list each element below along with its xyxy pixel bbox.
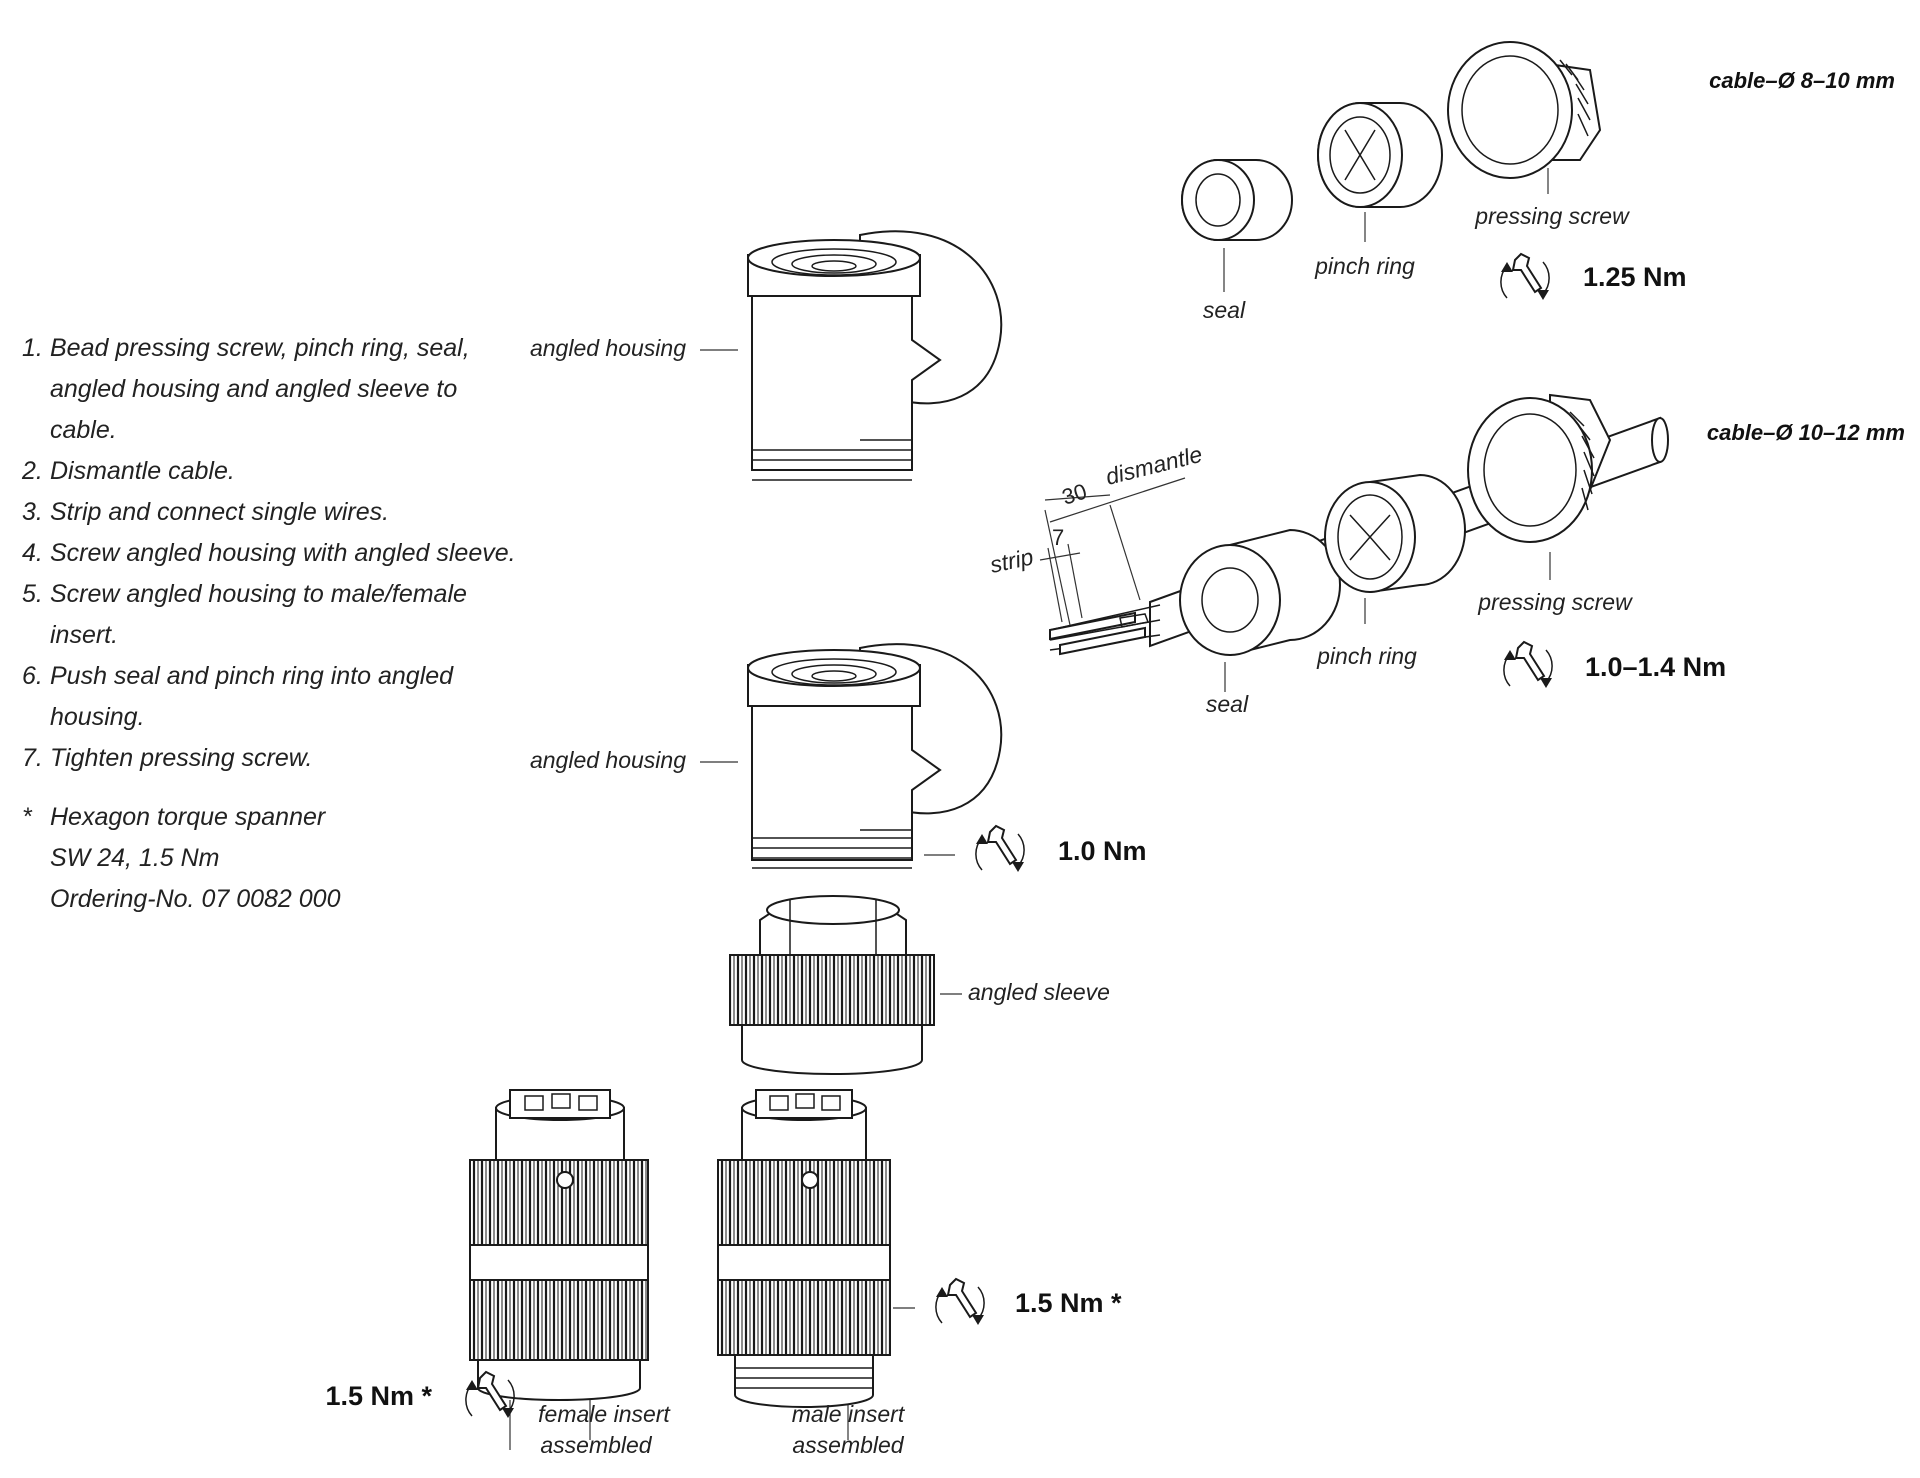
- large-torque-wrench-icon: [1502, 641, 1554, 689]
- strip-dimension: 7 strip: [988, 525, 1083, 623]
- small-pinch-ring-label: pinch ring: [1314, 253, 1415, 279]
- small-torque-value: 1.25 Nm: [1583, 262, 1687, 292]
- large-variant-pinch-ring: [1324, 473, 1466, 593]
- large-cable-diameter: cable–Ø 10–12 mm: [1707, 420, 1905, 445]
- spanner-note-line2: SW 24, 1.5 Nm: [50, 844, 220, 872]
- strip-label: strip: [988, 543, 1036, 578]
- angled-housing-middle: [747, 643, 1003, 869]
- female-insert-label-line1: female insert: [538, 1401, 671, 1427]
- step-2: 2.Dismantle cable.: [22, 457, 235, 485]
- step-4: 4.Screw angled housing with angled sleev…: [22, 539, 516, 567]
- small-torque-wrench-icon: [1499, 253, 1551, 301]
- large-torque-value: 1.0–1.4 Nm: [1585, 652, 1726, 682]
- small-pressing-screw-label: pressing screw: [1474, 203, 1630, 229]
- step-1: 1.Bead pressing screw, pinch ring, seal,…: [22, 334, 470, 444]
- spanner-note-line3: Ordering-No. 07 0082 000: [50, 885, 341, 913]
- housing-torque-value: 1.0 Nm: [1058, 836, 1147, 866]
- spanner-note-line1: Hexagon torque spanner: [50, 803, 326, 831]
- dismantle-value: 30: [1059, 478, 1090, 509]
- angled-housing-top: [747, 230, 1003, 481]
- male-insert: [717, 1089, 891, 1408]
- step-6: 6.Push seal and pinch ring into angled h…: [22, 662, 454, 731]
- step-5: 5.Screw angled housing to male/female in…: [22, 580, 467, 649]
- large-variant-pressing-screw: [1467, 393, 1612, 543]
- male-insert-label-line1: male insert: [792, 1401, 906, 1427]
- small-variant-pressing-screw: [1447, 41, 1602, 179]
- female-insert: [469, 1089, 649, 1401]
- female-insert-label-line2: assembled: [540, 1432, 652, 1458]
- male-torque-wrench-icon: [934, 1278, 986, 1326]
- spanner-note: * Hexagon torque spanner SW 24, 1.5 Nm O…: [22, 803, 341, 913]
- small-variant-seal: [1181, 159, 1293, 241]
- male-torque-value: 1.5 Nm *: [1015, 1288, 1122, 1318]
- step-3: 3.Strip and connect single wires.: [22, 498, 390, 526]
- housing-top-label: angled housing: [530, 335, 686, 361]
- housing-mid-label: angled housing: [530, 747, 686, 773]
- housing-torque-wrench-icon: [974, 825, 1026, 873]
- strip-value: 7: [1052, 525, 1064, 550]
- large-seal-label: seal: [1206, 691, 1249, 717]
- male-insert-label-line2: assembled: [792, 1432, 904, 1458]
- assembly-instructions: 1.Bead pressing screw, pinch ring, seal,…: [22, 328, 522, 920]
- small-cable-diameter: cable–Ø 8–10 mm: [1709, 68, 1895, 93]
- step-7: 7.Tighten pressing screw.: [22, 744, 313, 772]
- small-seal-label: seal: [1203, 297, 1246, 323]
- sleeve-label: angled sleeve: [968, 979, 1110, 1005]
- large-pressing-screw-label: pressing screw: [1477, 589, 1633, 615]
- small-variant-pinch-ring: [1317, 102, 1443, 208]
- female-torque-value: 1.5 Nm *: [325, 1381, 432, 1411]
- angled-sleeve: [729, 895, 935, 1075]
- large-pinch-ring-label: pinch ring: [1316, 643, 1417, 669]
- dismantle-label: dismantle: [1103, 441, 1205, 490]
- large-variant-seal: [1179, 528, 1341, 656]
